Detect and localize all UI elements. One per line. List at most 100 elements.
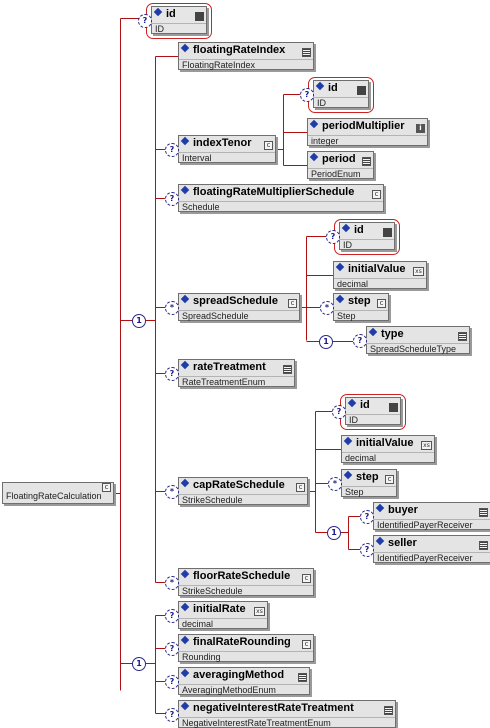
simple-type-icon — [195, 12, 204, 21]
element-diamond-icon — [180, 294, 190, 304]
element-diamond-icon — [341, 223, 351, 233]
element-name: initialRate — [180, 602, 246, 615]
element-type: decimal — [182, 619, 214, 629]
element-diamond-icon — [335, 262, 345, 272]
element-type: ID — [155, 24, 164, 34]
root-type-label: FloatingRateCalculation — [6, 491, 102, 501]
element-type: Interval — [182, 153, 212, 163]
element-type: SpreadScheduleType — [370, 344, 457, 354]
element-name: step — [343, 470, 379, 483]
element-diamond-icon — [309, 119, 319, 129]
enumeration-icon — [384, 706, 393, 715]
sequence-one-badge[interactable]: 1 — [132, 657, 146, 671]
element-diamond-icon — [180, 360, 190, 370]
complex-content-icon: c — [264, 141, 273, 150]
element-name: indexTenor — [180, 136, 251, 149]
element-type: FloatingRateIndex — [182, 60, 256, 70]
optional-badge: ? — [360, 510, 374, 524]
element-diamond-icon — [180, 43, 190, 53]
element-name: buyer — [375, 503, 418, 516]
element-diamond-icon — [180, 701, 190, 711]
enumeration-icon — [283, 365, 292, 374]
zero-or-more-badge: * — [320, 301, 334, 315]
element-name: periodMultiplier — [309, 119, 405, 132]
element-name: id — [315, 81, 338, 94]
sequence-one-badge[interactable]: 1 — [132, 314, 146, 328]
element-type: RateTreatmentEnum — [182, 377, 266, 387]
enumeration-icon — [298, 673, 307, 682]
sequence-one-badge[interactable]: 1 — [327, 526, 341, 540]
element-type: IdentifiedPayerReceiver — [377, 520, 473, 530]
element-diamond-icon — [368, 327, 378, 337]
zero-or-more-badge: * — [165, 301, 179, 315]
optional-badge: ? — [165, 609, 179, 623]
element-name: negativeInterestRateTreatment — [180, 701, 354, 714]
element-type: ID — [317, 98, 326, 108]
element-diamond-icon — [180, 668, 190, 678]
sequence-one-badge[interactable]: 1 — [319, 335, 333, 349]
zero-or-more-badge: * — [328, 477, 342, 491]
optional-badge: ? — [326, 230, 340, 244]
complex-content-icon: c — [102, 483, 111, 492]
optional-badge: ? — [165, 143, 179, 157]
complex-content-icon: c — [377, 299, 386, 308]
element-name: seller — [375, 536, 417, 549]
optional-badge: ? — [165, 642, 179, 656]
optional-badge: ? — [138, 14, 152, 28]
element-name: type — [368, 327, 404, 340]
element-type: PeriodEnum — [311, 169, 361, 179]
element-name: period — [309, 152, 356, 165]
element-type: Step — [345, 487, 364, 497]
element-type: StrikeSchedule — [182, 495, 243, 505]
element-name: averagingMethod — [180, 668, 284, 681]
xsd-type-icon: xs — [421, 441, 432, 450]
zero-or-more-badge: * — [165, 576, 179, 590]
element-name: spreadSchedule — [180, 294, 278, 307]
optional-badge: ? — [332, 405, 346, 419]
element-diamond-icon — [153, 7, 163, 17]
element-type: ID — [349, 415, 358, 425]
complex-content-icon: c — [288, 299, 297, 308]
element-type: Rounding — [182, 652, 221, 662]
element-diamond-icon — [180, 478, 190, 488]
info-icon: i — [416, 124, 425, 133]
element-name: rateTreatment — [180, 360, 266, 373]
element-type: decimal — [337, 279, 369, 289]
element-diamond-icon — [347, 398, 357, 408]
element-diamond-icon — [335, 294, 345, 304]
root-element-floating-rate-calculation[interactable]: FloatingRateCalculation c — [2, 482, 114, 504]
element-name: initialValue — [335, 262, 405, 275]
element-initial-value[interactable]: initialValue decimal xs — [333, 261, 427, 289]
element-diamond-icon — [343, 470, 353, 480]
element-type: Step — [337, 311, 356, 321]
element-diamond-icon — [180, 602, 190, 612]
xsd-type-icon: xs — [413, 267, 424, 276]
enumeration-icon — [362, 157, 371, 166]
element-diamond-icon — [343, 436, 353, 446]
element-type: IdentifiedPayerReceiver — [377, 553, 473, 563]
complex-content-icon: c — [385, 475, 394, 484]
